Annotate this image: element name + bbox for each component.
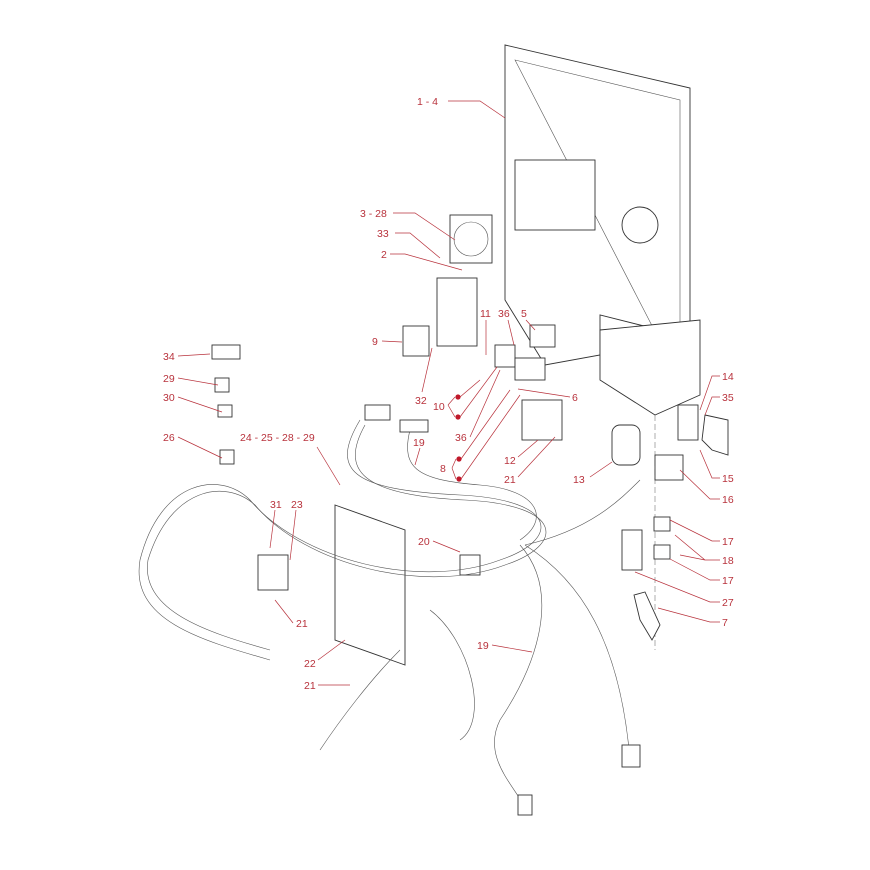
terminal-5-part (529, 324, 556, 348)
callout-14: 14 (722, 371, 734, 383)
callout-6: 6 (572, 392, 578, 404)
connector-part (364, 404, 391, 421)
callout-15: 15 (722, 473, 734, 485)
plate-14-part (677, 404, 699, 441)
clip-34-part (211, 344, 241, 360)
bracket-part (436, 277, 478, 347)
plate-17b-part (653, 544, 671, 560)
callout-19: 19 (413, 437, 425, 449)
callout-labels: 1 - 4 3 - 28 33 2 9 34 29 30 26 24 - 25 … (163, 96, 734, 692)
transformer-part (521, 399, 563, 441)
connector-part (399, 419, 429, 433)
callout-7: 7 (722, 617, 728, 629)
leader-lines (177, 100, 720, 686)
callout-16: 16 (722, 494, 734, 506)
callout-31: 31 (270, 499, 282, 511)
callout-3-28: 3 - 28 (360, 208, 387, 220)
latch-35-part (701, 414, 729, 456)
callout-35: 35 (722, 392, 734, 404)
callout-1-4: 1 - 4 (417, 96, 438, 108)
switch-part (402, 325, 430, 357)
connector-part (621, 744, 641, 768)
callout-36b: 36 (455, 432, 467, 444)
main-panel-frame (504, 44, 701, 650)
wiring-harness (138, 404, 641, 816)
callout-17b: 17 (722, 575, 734, 587)
callout-2: 2 (381, 249, 387, 261)
callout-23: 23 (291, 499, 303, 511)
clip-26-part (219, 449, 235, 465)
clip-29-part (214, 377, 230, 393)
callout-29: 29 (163, 373, 175, 385)
connector-part (517, 794, 533, 816)
callout-32: 32 (415, 395, 427, 407)
fan-part (449, 214, 493, 264)
pcb-22-part (334, 504, 406, 666)
terminal-6-part (514, 357, 546, 381)
lever-7-part (633, 591, 661, 641)
callout-13: 13 (573, 474, 585, 486)
capacitor-part (611, 424, 641, 466)
callout-17: 17 (722, 536, 734, 548)
callout-11: 11 (480, 308, 491, 320)
board-23-part (257, 554, 289, 591)
callout-27: 27 (722, 597, 734, 609)
callout-30: 30 (163, 392, 175, 404)
terminal-11-part (494, 344, 516, 368)
callout-26: 26 (163, 432, 175, 444)
plate-17-part (653, 516, 671, 532)
callout-10: 10 (433, 401, 445, 413)
callout-5: 5 (521, 308, 527, 320)
switch-20-part (459, 554, 481, 576)
callout-12: 12 (504, 455, 516, 467)
callout-34: 34 (163, 351, 175, 363)
callout-8: 8 (440, 463, 446, 475)
board-16-part (654, 454, 684, 481)
callout-18: 18 (722, 555, 734, 567)
bracket-27-part (621, 529, 643, 571)
callout-22: 22 (304, 658, 316, 670)
callout-24-25-28-29: 24 - 25 - 28 - 29 (240, 432, 315, 444)
callout-20: 20 (418, 536, 430, 548)
callout-36: 36 (498, 308, 510, 320)
callout-21c: 21 (304, 680, 316, 692)
callout-19b: 19 (477, 640, 489, 652)
callout-33: 33 (377, 228, 389, 240)
callout-21b: 21 (296, 618, 308, 630)
callout-21: 21 (504, 474, 516, 486)
callout-9: 9 (372, 336, 378, 348)
